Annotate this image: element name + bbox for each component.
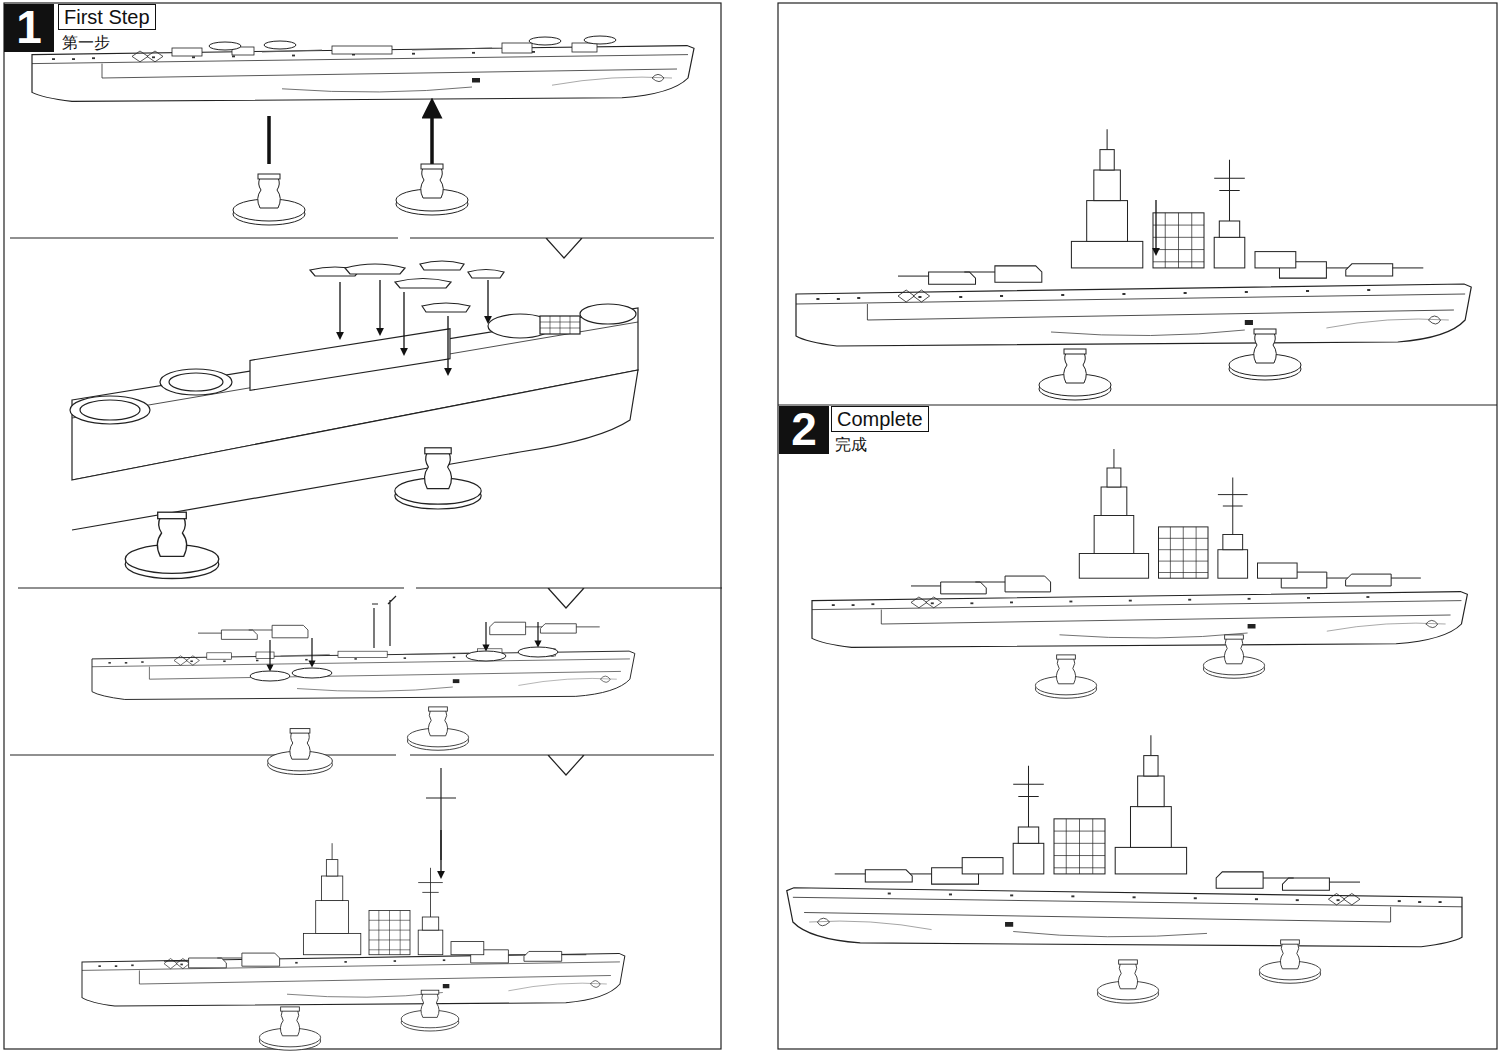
step-number: 2 [779, 406, 829, 454]
step-number-text: 1 [4, 4, 54, 50]
step-number-text: 2 [779, 406, 829, 452]
step-title: First Step [58, 4, 156, 30]
step-subtitle: 完成 [831, 435, 929, 455]
step-number: 1 [4, 4, 54, 52]
step-heading: First Step 第一步 [58, 4, 156, 53]
step-heading: Complete 完成 [831, 406, 929, 455]
step-title: Complete [831, 406, 929, 432]
step-subtitle: 第一步 [58, 33, 156, 53]
